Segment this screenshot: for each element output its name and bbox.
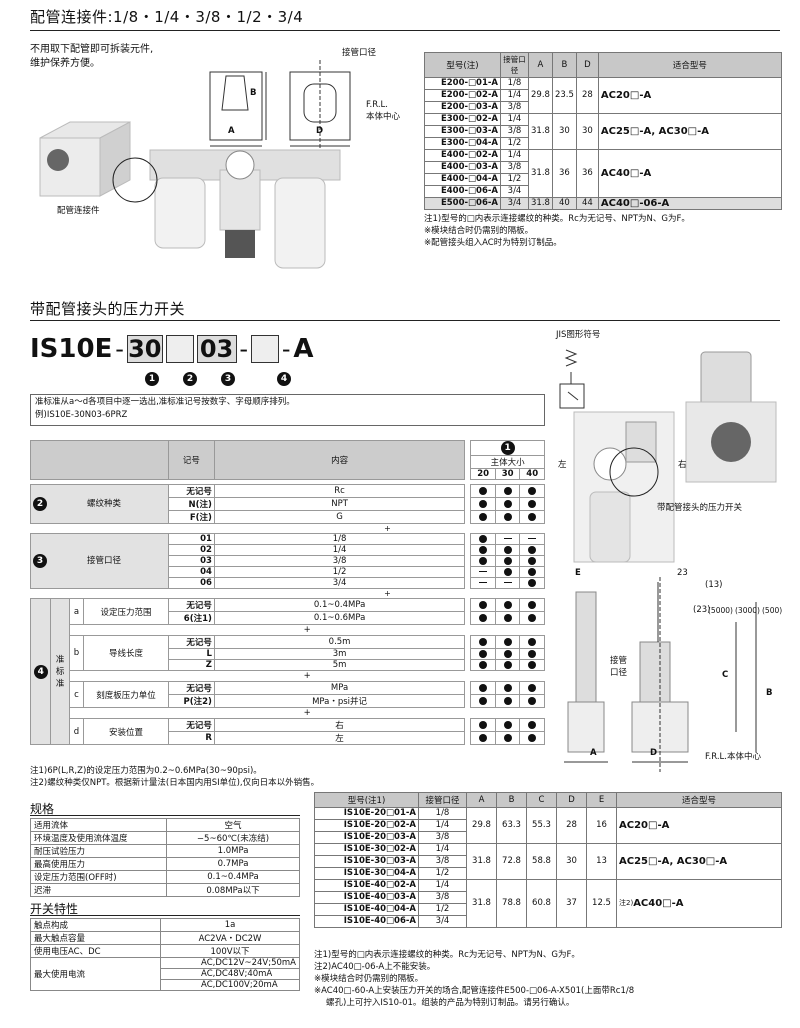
th-marker-1: 1	[500, 441, 515, 455]
marker-3: 3	[221, 372, 235, 386]
th-port: 接管口径	[500, 52, 529, 78]
dim-23: 23	[677, 568, 688, 578]
label-port-size: 接管口径	[342, 48, 377, 58]
code-option-slot	[250, 335, 279, 363]
section-rule	[30, 30, 780, 31]
label-left: 左	[558, 460, 567, 470]
t2-note-5: 螺孔)上可拧入IS10-01。组装的产品为特别订制品。请另行确认。	[326, 998, 575, 1008]
section-title-piping: 配管连接件:1/8・1/4・3/8・1/2・3/4	[30, 8, 304, 26]
code-port: 03	[196, 335, 237, 363]
label-switch-with-piping: 带配管接头的压力开关	[657, 503, 743, 513]
switch-drawings	[559, 349, 777, 772]
section-rule	[30, 915, 300, 916]
th-body-size: 主体大小	[470, 455, 545, 469]
dim-a2: A	[590, 748, 597, 758]
dim-d2: D	[650, 748, 658, 758]
code-size: 30	[126, 335, 163, 363]
t2-note-1: 注1)型号的□内表示连接螺纹的种类。Rc为无记号、NPT为N、G为F。	[314, 950, 580, 960]
label-piping-connector: 配管连接件	[57, 206, 100, 216]
desc-line1: 不用取下配管即可拆装元件,	[30, 44, 154, 55]
instruction-line1: 准标准从a～d各项目中逐一选出,准标准记号按数字、字母顺序排列。	[35, 397, 295, 407]
switch-table: 型号(注1) 接管口径 A B C D E 适合型号 IS10E-20□01-A…	[314, 792, 782, 928]
sel-note-1: 注1)6P(L,R,Z)的设定压力范围为0.2~0.6MPa(30~90psi)…	[30, 766, 262, 776]
dim-500: (500)	[762, 606, 783, 615]
code-suffix: A	[293, 334, 314, 364]
marker-2: 2	[183, 372, 197, 386]
model-code: IS10E - 30 03 - - A	[30, 334, 314, 364]
label-right: 右	[678, 460, 687, 470]
t2-note-2: 注2)AC40□-06-A上不能安装。	[314, 962, 436, 972]
th-b: B	[551, 52, 577, 78]
section-rule	[30, 320, 780, 321]
code-prefix: IS10E	[30, 334, 113, 364]
piping-drawing	[39, 60, 351, 269]
dim-e: E	[575, 568, 581, 578]
t2-note-3: ※模块结合时仍需别的隔板。	[314, 974, 424, 984]
dim-a: A	[228, 126, 235, 136]
section-rule	[30, 815, 300, 816]
dim-b2: B	[766, 688, 773, 698]
marker-4: 4	[277, 372, 291, 386]
instruction-example: 例)IS10E-30N03-6PRZ	[35, 410, 128, 420]
dim-b: B	[250, 88, 257, 98]
th-symbol: 记号	[167, 440, 215, 480]
instruction-box: 准标准从a～d各项目中逐一选出,准标准记号按数字、字母顺序排列。 例)IS10E…	[30, 394, 545, 426]
label-body-center: 本体中心	[366, 112, 401, 122]
marker-1: 1	[145, 372, 159, 386]
th-d: D	[575, 52, 599, 78]
t1-note-3: ※配管接头组入AC时为特别订制品。	[424, 238, 562, 248]
sel-note-2: 注2)螺纹种类仅NPT。根据新计量法(日本国内用SI单位),仅向日本以外销售。	[30, 778, 320, 788]
section-title-switch: 带配管接头的压力开关	[30, 300, 186, 318]
dim-3000: (3000)	[735, 606, 760, 615]
label-port1: 接管	[610, 656, 628, 666]
th-model: 型号(注)	[424, 52, 501, 78]
dim-d: D	[316, 126, 324, 136]
desc-line2: 维护保养方便。	[30, 58, 100, 69]
th-model-fit: 适合型号	[597, 52, 783, 78]
label-frl-center: F.R.L.本体中心	[705, 752, 761, 762]
th-content: 内容	[213, 440, 466, 480]
dim-13: (13)	[705, 580, 723, 590]
dim-c: C	[722, 670, 729, 680]
switch-char-title: 开关特性	[30, 902, 79, 916]
dim-23b: (23)	[693, 605, 711, 615]
t1-note-1: 注1)型号的□内表示连接螺纹的种类。Rc为无记号、NPT为N、G为F。	[424, 214, 690, 224]
spec-title: 规格	[30, 802, 55, 816]
label-port2: 口径	[610, 668, 628, 678]
t1-note-2: ※模块结合时仍需别的隔板。	[424, 226, 534, 236]
code-thread-slot	[165, 335, 194, 363]
th-a: A	[528, 52, 553, 78]
label-frl: F.R.L.	[366, 100, 388, 110]
jis-label: JIS图形符号	[556, 330, 601, 340]
dim-5000: (5000)	[708, 606, 733, 615]
t2-note-4: ※AC40□-60-A上安装压力开关的场合,配管连接件E500-□06-A-X5…	[314, 986, 635, 996]
